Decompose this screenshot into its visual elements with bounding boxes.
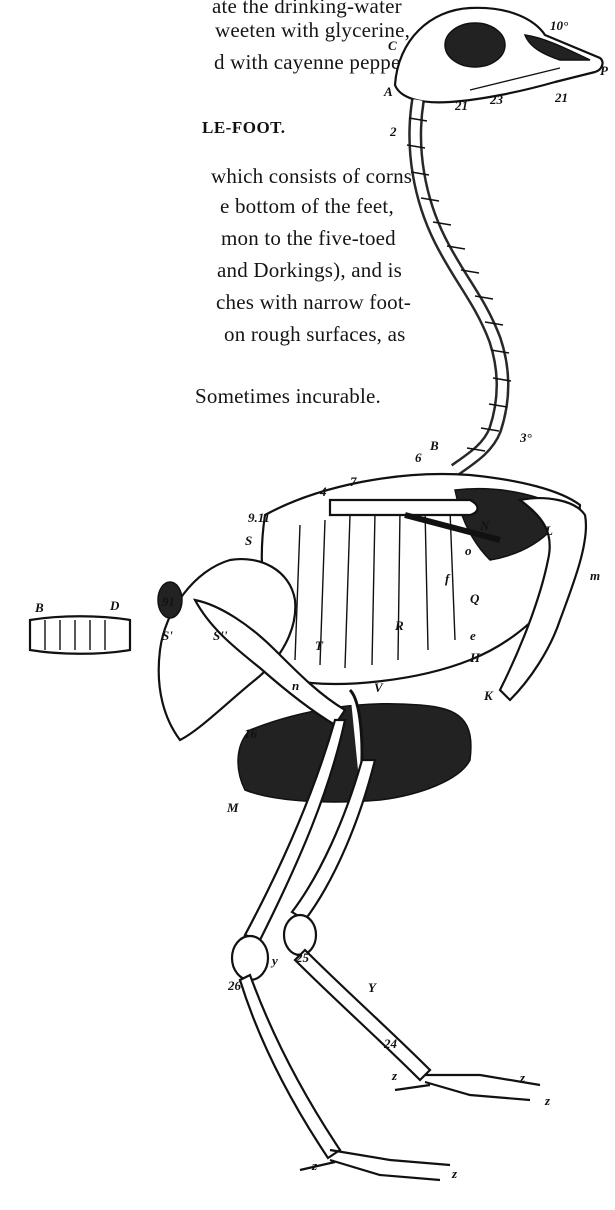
svg-text:z: z <box>391 1068 398 1083</box>
svg-text:H: H <box>469 650 481 665</box>
svg-text:2: 2 <box>389 124 397 139</box>
svg-text:R: R <box>394 618 404 633</box>
svg-text:21: 21 <box>454 98 468 113</box>
svg-text:D: D <box>109 598 120 613</box>
svg-text:23: 23 <box>489 92 504 107</box>
svg-text:C: C <box>388 38 397 53</box>
svg-text:e: e <box>470 628 476 643</box>
svg-text:o: o <box>465 543 472 558</box>
svg-text:S: S <box>245 533 252 548</box>
svg-text:B: B <box>34 600 44 615</box>
svg-text:M: M <box>226 800 239 815</box>
svg-text:z: z <box>544 1093 551 1108</box>
svg-text:25: 25 <box>295 950 310 965</box>
svg-text:P: P <box>600 63 609 78</box>
svg-text:91: 91 <box>162 594 175 609</box>
svg-text:Q: Q <box>470 591 480 606</box>
svg-text:n: n <box>292 678 299 693</box>
svg-text:9.11: 9.11 <box>248 510 270 525</box>
svg-text:26: 26 <box>227 978 242 993</box>
svg-text:T: T <box>315 638 324 653</box>
svg-text:m: m <box>590 568 600 583</box>
svg-text:24: 24 <box>383 1036 398 1051</box>
svg-text:K: K <box>483 688 494 703</box>
svg-text:Y: Y <box>368 980 377 995</box>
neck-vertebrae <box>407 100 511 470</box>
svg-text:16: 16 <box>244 726 258 741</box>
svg-text:10°: 10° <box>550 18 569 33</box>
svg-text:S'': S'' <box>213 628 228 643</box>
svg-text:A: A <box>383 84 393 99</box>
svg-text:V: V <box>374 680 384 695</box>
svg-text:z: z <box>311 1158 318 1173</box>
svg-text:z: z <box>451 1166 458 1181</box>
svg-text:7: 7 <box>350 474 357 489</box>
svg-text:B: B <box>429 438 439 453</box>
svg-text:21: 21 <box>554 90 568 105</box>
svg-text:y: y <box>270 953 278 968</box>
svg-text:3°: 3° <box>519 430 533 445</box>
svg-text:S': S' <box>162 628 173 643</box>
svg-text:L: L <box>544 523 553 538</box>
svg-text:6: 6 <box>415 450 422 465</box>
svg-text:z: z <box>519 1070 526 1085</box>
svg-text:4: 4 <box>319 484 327 499</box>
svg-text:N: N <box>479 518 490 533</box>
skull <box>395 8 602 103</box>
